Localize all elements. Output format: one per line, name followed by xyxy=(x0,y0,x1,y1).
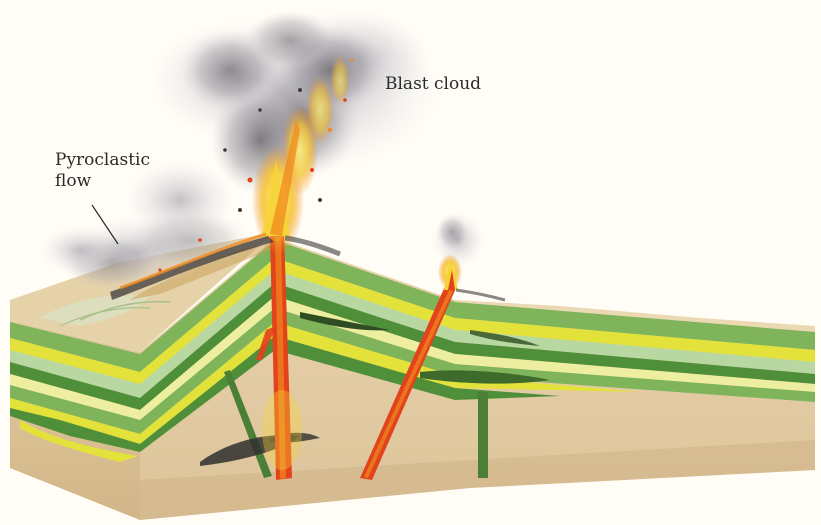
pyroclastic-flow-label: Pyroclastic flow xyxy=(55,150,150,192)
secondary-vent-plume xyxy=(432,212,505,300)
pyroclastic-flow-line2: flow xyxy=(55,171,150,192)
dike-right xyxy=(478,392,488,478)
pyroclastic-flow-line1: Pyroclastic xyxy=(55,150,150,171)
blast-cloud-text: Blast cloud xyxy=(385,74,481,95)
blast-cloud-label: Blast cloud xyxy=(385,74,481,95)
